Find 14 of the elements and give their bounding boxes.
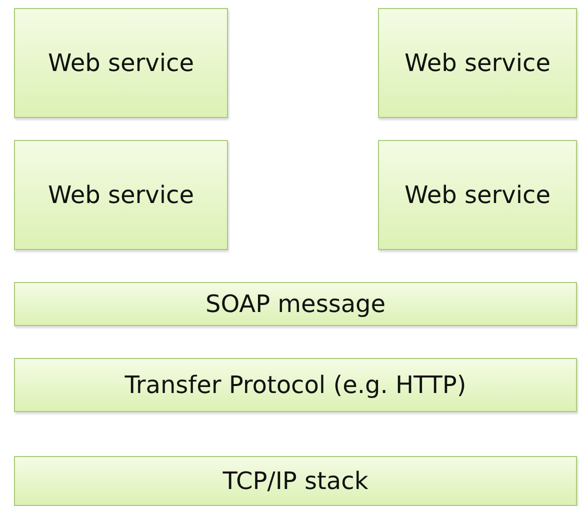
layer-bar [14, 456, 577, 506]
service-label: Web service [404, 49, 550, 77]
service-label: Web service [404, 181, 550, 209]
layer-label: TCP/IP stack [222, 467, 368, 495]
service-box [14, 8, 228, 118]
service-box [378, 140, 577, 250]
layer-bar [14, 358, 577, 412]
service-box [378, 8, 577, 118]
layer-label: Transfer Protocol (e.g. HTTP) [124, 371, 466, 399]
service-box [14, 140, 228, 250]
service-label: Web service [48, 181, 194, 209]
service-label: Web service [48, 49, 194, 77]
layer-bar [14, 282, 577, 326]
layer-label: SOAP message [205, 290, 386, 318]
